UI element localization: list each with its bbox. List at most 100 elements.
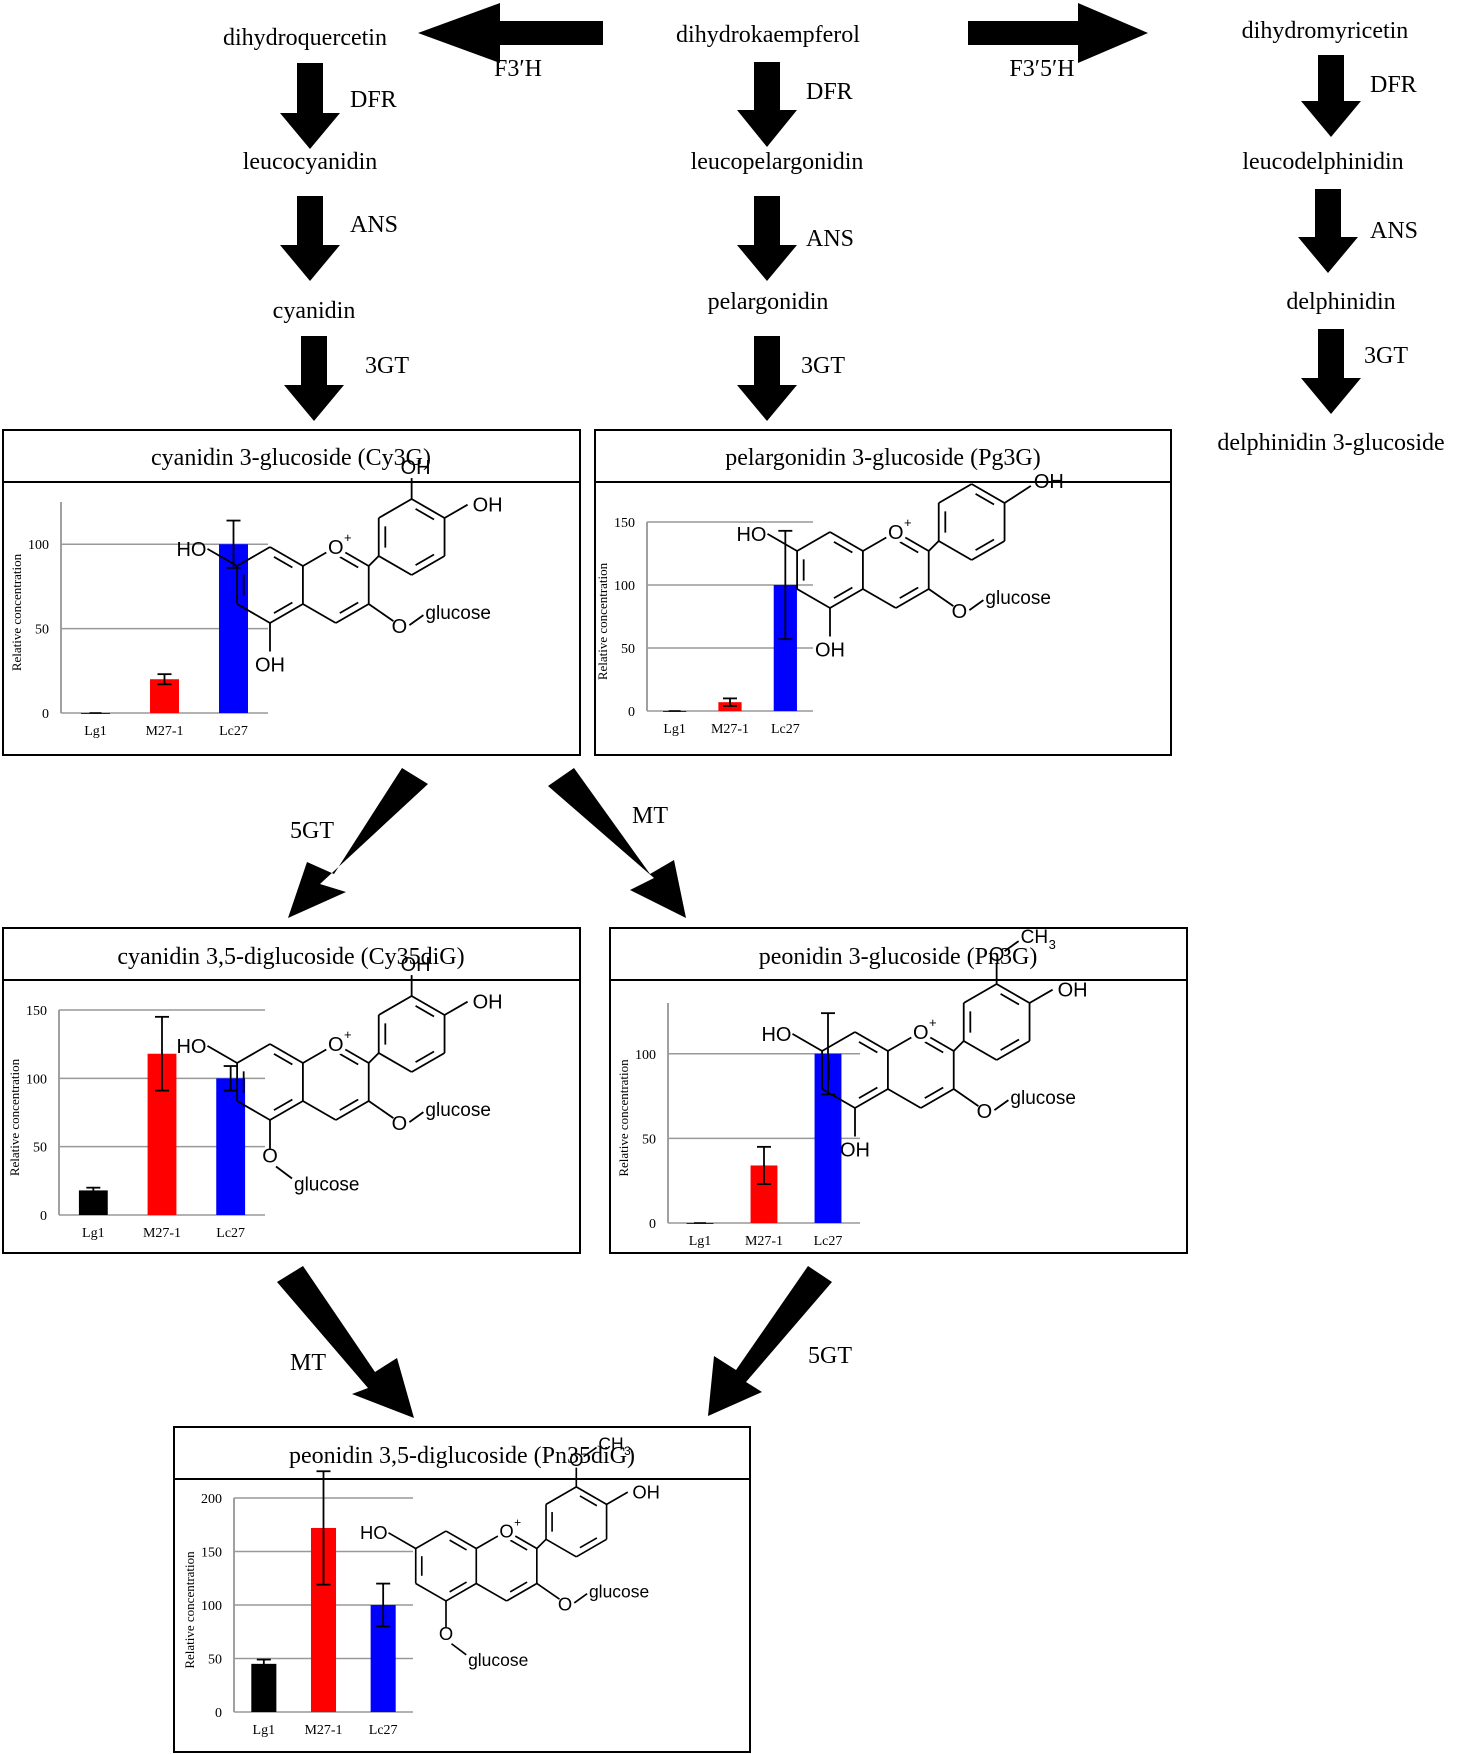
arrow-3gt-mid [737,336,797,421]
ring-oxygen-label: O [888,522,904,544]
y-tick-label: 150 [201,1546,222,1561]
x-tick-label: Lg1 [253,1723,276,1738]
bond [971,483,1005,504]
double-bond [449,1539,468,1551]
double-bond [899,586,919,599]
enzyme-dfr-left-label: DFR [350,87,397,113]
y-tick-label: 0 [628,705,635,720]
bond [445,1582,477,1602]
x-tick-label: Lg1 [663,722,686,737]
bond-ho [207,1045,238,1064]
bond [378,498,413,519]
bond [887,1088,922,1109]
glycosidic-oxygen-3-label: O [392,616,408,638]
bond [829,588,864,609]
enzyme-dfr-mid-label: DFR [806,79,853,105]
bond [236,546,271,567]
x-tick-label: Lc27 [369,1723,398,1738]
bond [236,1043,271,1064]
glucose-3-label: glucose [425,603,491,624]
bond-glucose-3 [408,1111,424,1123]
bond [269,603,304,624]
double-bond [415,1050,435,1063]
double-bond [858,1041,878,1054]
arrow-f35h [968,3,1148,63]
glucose-3-label: glucose [425,1100,491,1121]
methoxy-oxygen-label: O [989,944,1005,966]
charge-plus-label: + [344,530,352,545]
x-tick-label: M27-1 [711,722,749,737]
methyl-label: CH [1021,927,1048,948]
glucose-5-label: glucose [468,1650,528,1670]
double-bond [273,1053,293,1066]
arrow-5gt-upper [288,768,428,918]
bond [821,1031,856,1052]
bond-position-3 [928,588,954,607]
bond [415,1530,447,1550]
label-mask [324,1033,347,1055]
bond [920,1088,955,1109]
x-tick-label: Lc27 [814,1234,843,1249]
double-bond [339,601,359,614]
bond [236,603,271,624]
enzyme-ans-left-label: ANS [350,212,398,238]
y-tick-label: 100 [28,538,49,553]
double-bond [924,1086,944,1099]
ring-oxygen-label: O [328,537,344,559]
hydroxyl-3-label: OH [401,457,431,479]
compound-pelargonidin: pelargonidin [708,289,829,315]
bond-glucose-5 [451,1643,467,1656]
glycosidic-oxygen-3-label: O [392,1113,408,1135]
bond-to-ring-b [536,1538,547,1550]
glucose-3-label: glucose [589,1581,649,1601]
bond [938,483,973,504]
charge-plus-label: + [904,515,912,530]
methyl-subscript: 3 [624,1444,631,1458]
enzyme-5gt-lower-label: 5GT [808,1343,852,1369]
bond [415,1582,447,1602]
hydroxyl-4-label: OH [473,495,503,517]
bond-4-oh [444,503,469,519]
enzyme-f35h-label: F3′5′H [1009,56,1074,82]
enzyme-3gt-right-label: 3GT [1364,343,1408,369]
panel-title: peonidin 3-glucoside (Pn3G) [759,944,1038,970]
panel-frame [594,429,1172,756]
double-bond [579,1537,598,1549]
double-bond [509,1581,528,1593]
glycosidic-oxygen-5-label: O [262,1146,278,1168]
hydroxyl-7-label: HO [360,1522,388,1543]
y-tick-label: 0 [649,1217,656,1232]
compound-dihydroquercetin: dihydroquercetin [223,25,387,51]
x-tick-label: Lg1 [82,1226,105,1241]
enzyme-f3h-label: F3′H [494,56,542,82]
bond [378,1052,413,1073]
y-tick-label: 150 [26,1004,47,1019]
bond-to-ring-b [928,540,940,552]
bond-glucose-3 [573,1593,588,1604]
y-tick-label: 50 [35,623,49,638]
arrow-ans-mid [737,196,797,281]
methyl-subscript: 3 [1049,937,1056,952]
double-bond [509,1539,528,1551]
ring-oxygen-label: O [913,1022,929,1044]
bond [302,603,337,624]
charge-plus-label: + [344,1027,352,1042]
panel-frame [2,429,581,756]
enzyme-ans-mid-label: ANS [806,226,854,252]
bond [862,588,897,609]
bond [445,1530,477,1550]
bond-ho [207,548,238,567]
bond [854,1031,889,1052]
bond-ho [767,533,798,552]
bond-ho [388,1532,417,1550]
bond [821,1088,856,1109]
x-tick-label: Lc27 [771,722,800,737]
arrow-mt-lower [277,1266,414,1418]
hydroxyl-5-label: OH [815,640,845,662]
double-bond [415,1005,435,1018]
double-bond [858,1086,878,1099]
